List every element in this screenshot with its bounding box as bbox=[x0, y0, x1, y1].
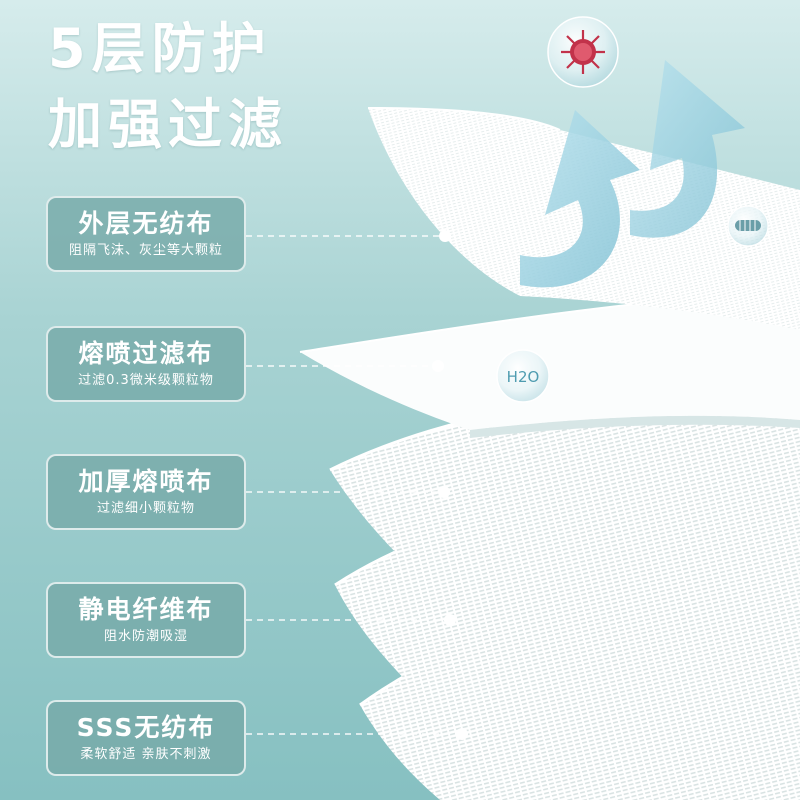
title-line-2: 加强过滤 bbox=[48, 93, 288, 156]
layer-card-2: 熔喷过滤布 过滤0.3微米级颗粒物 bbox=[46, 326, 246, 402]
connector-lines bbox=[246, 235, 462, 735]
layer-desc: 柔软舒适 亲肤不刺激 bbox=[80, 746, 212, 762]
layer-card-3: 加厚熔喷布 过滤细小颗粒物 bbox=[46, 454, 246, 530]
virus-icon bbox=[547, 16, 619, 88]
layer-desc: 过滤细小颗粒物 bbox=[96, 500, 195, 516]
bounce-arrow-icon bbox=[520, 60, 745, 288]
title-line-1: 5层防护 bbox=[48, 17, 272, 80]
connector-dots bbox=[432, 230, 468, 740]
layer-card-1: 外层无纺布 阻隔飞沫、灰尘等大颗粒 bbox=[46, 196, 246, 272]
layer-name: 熔喷过滤布 bbox=[78, 338, 214, 368]
bacteria-icon bbox=[727, 205, 769, 247]
layer-desc: 阻水防潮吸湿 bbox=[103, 628, 188, 644]
layer-name: 加厚熔喷布 bbox=[78, 466, 214, 496]
layer-name: 静电纤维布 bbox=[78, 594, 214, 624]
layer-name: SSS无纺布 bbox=[76, 712, 216, 742]
layer-desc: 过滤0.3微米级颗粒物 bbox=[78, 372, 214, 388]
layer-desc: 阻隔飞沫、灰尘等大颗粒 bbox=[68, 242, 223, 258]
layer-name: 外层无纺布 bbox=[78, 208, 214, 238]
water-label: H2O bbox=[507, 368, 540, 386]
layer-card-5: SSS无纺布 柔软舒适 亲肤不刺激 bbox=[46, 700, 246, 776]
layer-card-4: 静电纤维布 阻水防潮吸湿 bbox=[46, 582, 246, 658]
water-drop-icon: H2O bbox=[496, 349, 550, 403]
